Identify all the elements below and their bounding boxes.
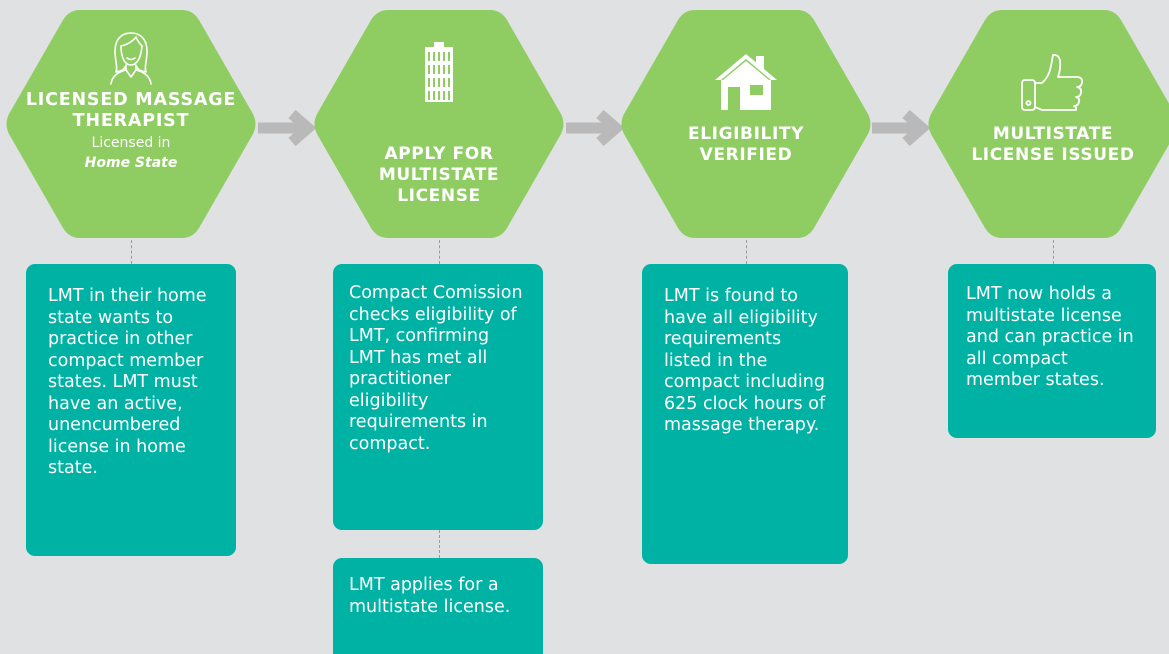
step-4-content: MULTISTATE LICENSE ISSUED <box>925 52 1169 166</box>
step-4-title: MULTISTATE LICENSE ISSUED <box>971 124 1135 165</box>
connector-step-1 <box>131 240 132 264</box>
step-2-description-secondary: LMT applies for a multistate license. <box>333 558 543 654</box>
step-4-description: LMT now holds a multistate license and c… <box>948 264 1156 438</box>
step-1-subtitle-emphasis: Home State <box>84 155 178 171</box>
connector-step-2 <box>439 240 440 264</box>
arrow-step-1-to-2 <box>258 109 317 147</box>
arrow-step-2-to-3 <box>566 109 625 147</box>
arrow-step-3-to-4 <box>872 109 931 147</box>
step-2-description: Compact Comission checks eligibility of … <box>333 264 543 530</box>
step-1-description: LMT in their home state wants to practic… <box>26 264 236 556</box>
step-1-content: LICENSED MASSAGE THERAPIST Licensed in H… <box>3 30 259 173</box>
connector-step-3 <box>746 240 747 264</box>
step-2-title: APPLY FOR MULTISTATE LICENSE <box>378 144 500 206</box>
house-icon <box>715 54 777 110</box>
hexagon-step-3 <box>621 10 871 238</box>
step-3-content: ELIGIBILITY VERIFIED <box>618 52 874 166</box>
step-1-title: LICENSED MASSAGE THERAPIST <box>25 90 237 131</box>
step-2-content: APPLY FOR MULTISTATE LICENSE <box>311 42 567 207</box>
building-icon <box>425 42 453 102</box>
connector-step-2-boxes <box>439 530 440 558</box>
thumbs-up-icon <box>1021 53 1084 111</box>
person-icon <box>110 32 152 85</box>
step-3-description: LMT is found to have all eligibility req… <box>642 264 848 564</box>
step-1-subtitle: Licensed in <box>91 135 171 151</box>
hexagon-step-2 <box>314 10 564 238</box>
hexagon-step-1 <box>6 10 256 238</box>
step-3-title: ELIGIBILITY VERIFIED <box>688 124 804 165</box>
hexagon-step-4 <box>928 10 1169 238</box>
connector-step-4 <box>1053 240 1054 264</box>
